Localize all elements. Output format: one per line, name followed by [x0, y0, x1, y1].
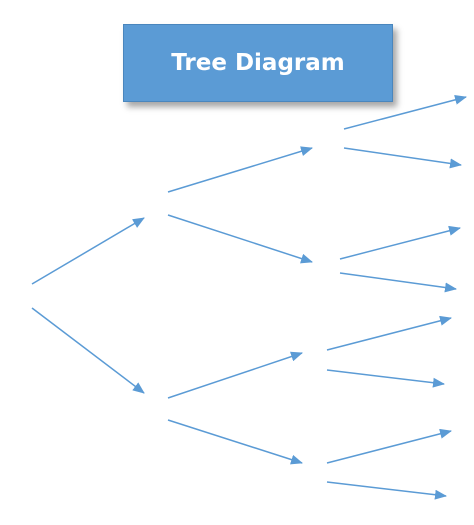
- branch-3-7-arrow: [326, 428, 452, 464]
- branch-3-6-arrow: [326, 369, 445, 388]
- title-box: Tree Diagram: [123, 24, 393, 102]
- branch-1-upper-arrow: [31, 217, 145, 285]
- branch-2-2-arrow: [167, 214, 313, 264]
- branch-3-4-arrow: [339, 272, 457, 293]
- diagram-title: Tree Diagram: [171, 50, 345, 76]
- branch-1-lower-arrow: [31, 307, 145, 394]
- branch-3-2-arrow: [343, 147, 462, 169]
- branch-2-3-arrow: [167, 351, 303, 399]
- branch-3-5-arrow: [326, 315, 452, 351]
- branch-2-4-arrow: [167, 419, 303, 465]
- branch-3-8-arrow: [326, 481, 447, 500]
- branch-3-3-arrow: [339, 225, 461, 260]
- branch-3-1-arrow: [343, 94, 467, 130]
- branch-2-1-arrow: [167, 146, 313, 193]
